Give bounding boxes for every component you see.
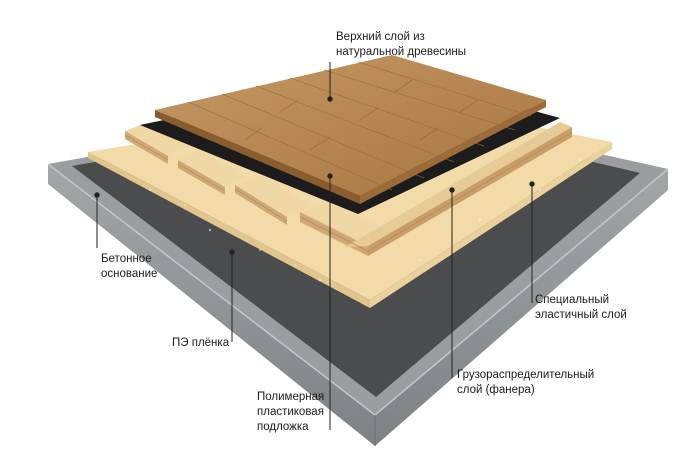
label-load-distributing: Грузораспределительный слой (фанера) <box>457 369 595 396</box>
label-elastic-layer: Специальный эластичный слой <box>535 294 627 321</box>
wood-top-layer <box>155 55 546 204</box>
leader-top-layer-dot <box>327 96 333 102</box>
leader-concrete-dot <box>94 192 100 198</box>
leader-elastic-dot <box>529 181 535 187</box>
label-top-layer: Верхний слой из натуральной древесины <box>336 31 467 58</box>
leader-pe-film-dot <box>229 249 235 255</box>
label-concrete-base: Бетонное основание <box>101 253 158 280</box>
leader-polymer-dot <box>327 173 333 179</box>
leader-lines <box>94 62 535 430</box>
leader-plywood-dot <box>449 187 455 193</box>
label-pe-film: ПЭ плёнка <box>172 337 230 349</box>
plywood-layer <box>124 122 573 256</box>
label-polymer-underlay: Полимерная пластиковая подложка <box>257 391 325 433</box>
